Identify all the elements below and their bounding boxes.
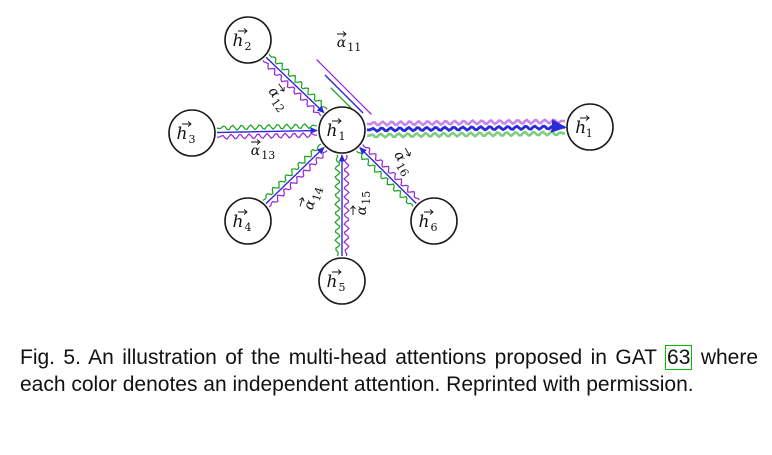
head-purple-edge xyxy=(362,144,420,201)
self-loop-h1 xyxy=(316,59,372,115)
node-label: h′1 xyxy=(575,115,592,140)
node-circle xyxy=(566,103,614,151)
node-h4: h4 xyxy=(224,197,272,245)
attention-coefficient-text: α12 xyxy=(262,84,292,115)
edge-h1-to-h1prime xyxy=(366,118,567,139)
vector-arrow-icon xyxy=(332,269,342,275)
label-a11: α11 xyxy=(337,31,361,54)
node-circle xyxy=(224,16,272,64)
edge-h3-to-h1 xyxy=(216,123,318,140)
node-h1p: h′1 xyxy=(566,103,614,151)
caption-suffix: where each color denotes an independent … xyxy=(20,346,759,396)
node-h5: h5 xyxy=(318,257,366,305)
label-a14: α14 xyxy=(299,184,327,213)
vector-arrow-icon xyxy=(299,197,305,207)
node-circle xyxy=(318,257,366,305)
vector-arrow-icon xyxy=(424,209,434,215)
attention-coefficient-text: α16 xyxy=(388,148,417,179)
attention-coefficient-text: α15 xyxy=(354,191,373,215)
node-circle xyxy=(168,109,216,157)
head-purple-edge xyxy=(262,60,322,117)
edge-h5-to-h1 xyxy=(334,154,350,257)
head-blue-edge xyxy=(217,127,318,134)
caption-prefix: Fig. 5. An illustration of the multi-hea… xyxy=(20,346,666,369)
head-purple-loop xyxy=(316,59,372,115)
vector-arrow-icon xyxy=(332,118,342,124)
head-green-edge xyxy=(262,143,322,201)
node-circle xyxy=(410,197,458,245)
head-blue-output xyxy=(366,119,567,133)
node-circle xyxy=(318,106,366,154)
label-a12: α12 xyxy=(262,83,292,115)
attention-coefficient-text: α13 xyxy=(251,143,275,162)
vector-arrow-icon xyxy=(238,28,248,34)
vector-arrow-icon xyxy=(404,147,411,157)
edge-h2-to-h1 xyxy=(262,53,328,117)
attention-edges xyxy=(216,53,567,257)
head-blue-edge xyxy=(265,56,325,114)
head-green-edge xyxy=(216,123,317,131)
label-a13: α13 xyxy=(251,139,275,162)
node-h6: h6 xyxy=(410,197,458,245)
vector-arrow-icon xyxy=(238,209,248,215)
node-h1: h1 xyxy=(318,106,366,154)
citation-link[interactable]: 63 xyxy=(665,345,693,370)
head-green-output xyxy=(367,130,566,139)
node-h3: h3 xyxy=(168,109,216,157)
head-blue-loop xyxy=(324,74,364,114)
head-purple-edge xyxy=(343,154,350,257)
attention-coefficient-text: α11 xyxy=(337,35,361,54)
head-green-edge xyxy=(356,150,414,207)
node-h2: h2 xyxy=(224,16,272,64)
head-purple-output xyxy=(366,118,566,127)
node-circle xyxy=(224,197,272,245)
head-purple-edge xyxy=(268,150,328,208)
edge-h4-to-h1 xyxy=(262,143,328,208)
head-green-edge xyxy=(268,53,328,110)
label-a16: α16 xyxy=(388,147,417,179)
vector-arrow-icon xyxy=(182,121,192,127)
figure-caption: Fig. 5. An illustration of the multi-hea… xyxy=(20,344,758,398)
edge-h6-to-h1 xyxy=(356,144,420,207)
vector-arrow-icon xyxy=(278,83,285,92)
head-blue-edge xyxy=(359,147,417,204)
head-purple-edge xyxy=(217,132,318,140)
vector-arrow-icon xyxy=(337,31,347,37)
head-green-edge xyxy=(334,155,341,257)
vector-arrow-icon xyxy=(350,205,356,215)
vector-arrow-icon xyxy=(251,139,261,145)
attention-coefficient-text: α14 xyxy=(301,184,327,213)
head-blue-edge xyxy=(265,146,325,205)
vector-arrow-icon xyxy=(580,115,590,121)
label-a15: α15 xyxy=(350,191,373,215)
